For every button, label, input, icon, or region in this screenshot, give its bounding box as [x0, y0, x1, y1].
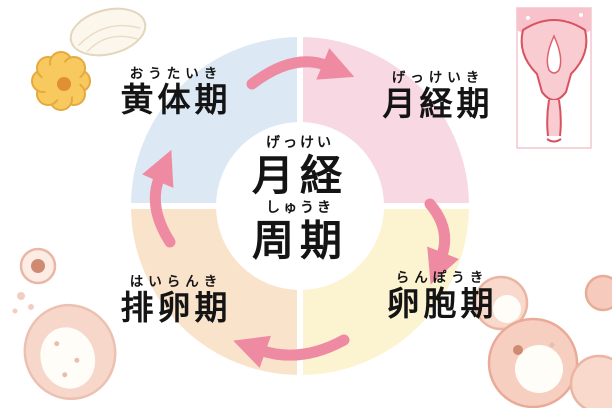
phase-kanji-follicular: 卵胞期 [386, 283, 498, 323]
phase-furigana-luteal: おうたいき [129, 66, 223, 82]
phase-label-follicular: らんぽうき 卵胞期 [387, 270, 498, 322]
phase-label-luteal: おうたいき 黄体期 [121, 66, 232, 118]
phase-kanji-luteal: 黄体期 [120, 79, 232, 119]
arrow-top-icon [246, 48, 355, 90]
cycle-arrows [142, 48, 459, 368]
uterus-illustration [516, 7, 592, 149]
title-kanji-line1: 月経 [251, 151, 349, 201]
phase-kanji-menstrual: 月経期 [382, 83, 494, 123]
phase-furigana-menstrual: げっけいき [391, 70, 485, 86]
center-disc [216, 122, 384, 290]
follicle-large-icon [487, 317, 579, 408]
follicle-edge-icon [584, 274, 612, 312]
title-furigana-line1: げっけい [265, 135, 334, 151]
phase-furigana-ovulation: はいらんき [129, 274, 223, 290]
egg-cell-icon [19, 247, 57, 285]
corpus-luteum-flower-icon [31, 51, 91, 111]
bubble-dots-icon [12, 292, 34, 314]
arrow-right-icon [424, 198, 459, 285]
phase-kanji-ovulation: 排卵期 [120, 287, 232, 327]
title-furigana-line2: しゅうき [265, 200, 334, 217]
ovulating-follicle-icon [23, 303, 117, 401]
phase-label-menstrual: げっけいき 月経期 [383, 70, 494, 122]
arrow-bottom-icon [233, 334, 350, 368]
follicle-small-icon [473, 275, 529, 331]
title-kanji-line2: 周期 [251, 216, 349, 266]
arrow-left-icon [142, 149, 176, 248]
corpus-luteum-shell-icon [69, 7, 147, 57]
diagram-title: げっけい 月経 しゅうき 周期 [252, 134, 348, 264]
phase-label-ovulation: はいらんき 排卵期 [121, 274, 232, 326]
follicle-corner-icon [569, 354, 612, 408]
